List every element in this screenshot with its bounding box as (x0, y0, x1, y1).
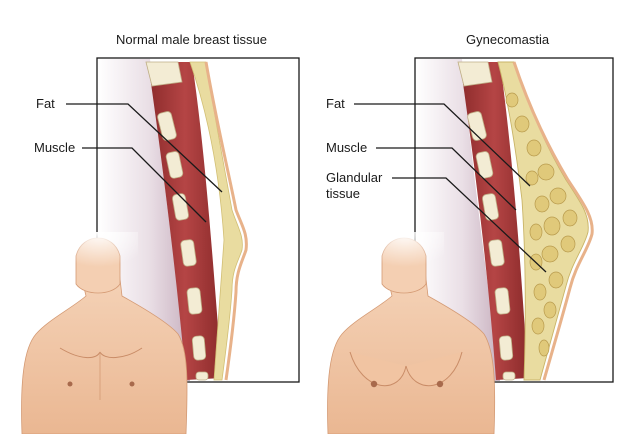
label-fat-normal: Fat (36, 96, 55, 112)
panel-title-gynecomastia: Gynecomastia (466, 32, 549, 47)
label-muscle-gyneco: Muscle (326, 140, 367, 156)
label-fat-gyneco: Fat (326, 96, 345, 112)
label-glandular-line2: tissue (326, 186, 360, 202)
label-glandular-line1: Glandular (326, 170, 382, 186)
label-muscle-normal: Muscle (34, 140, 75, 156)
panel-title-normal: Normal male breast tissue (116, 32, 267, 47)
panel-normal (22, 58, 299, 434)
panel-gynecomastia (328, 58, 613, 434)
